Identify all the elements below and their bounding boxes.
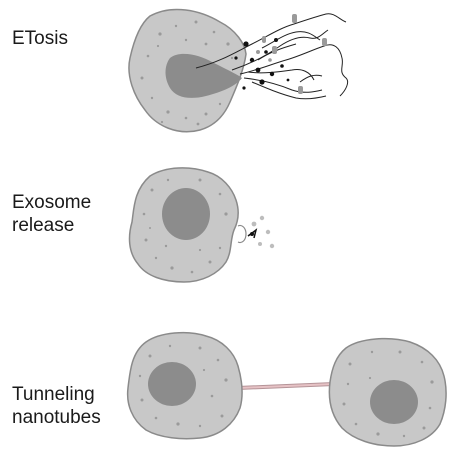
etosis-grey-particles [256,14,327,94]
etosis-speckles [140,20,234,126]
etosis-nucleus [165,53,242,98]
tunneling-right-speckles [342,350,434,438]
exosome-released-particles [247,215,275,249]
tunneling-cell-left [126,331,243,440]
exosome-budding-vesicle [237,224,247,244]
exosome-nucleus [162,188,210,240]
label-etosis: ETosis [12,28,68,49]
label-tunneling-line1: Tunneling [12,384,95,405]
etosis-chromatin-strands [195,13,349,100]
etosis-dark-granules [234,38,290,90]
label-tunneling-line2: nanotubes [12,407,101,428]
etosis-cell [128,8,349,133]
exosome-cell [128,167,275,283]
label-exosome-line2: release [12,215,75,236]
tunneling-cell-right [328,337,447,447]
tunneling-right-nucleus [370,380,418,424]
tunneling-left-speckles [138,344,228,428]
tunneling-nanotube [237,382,335,390]
exosome-speckles [142,178,228,274]
tunneling-left-nucleus [148,362,196,406]
label-exosome-line1: Exosome [12,192,92,213]
